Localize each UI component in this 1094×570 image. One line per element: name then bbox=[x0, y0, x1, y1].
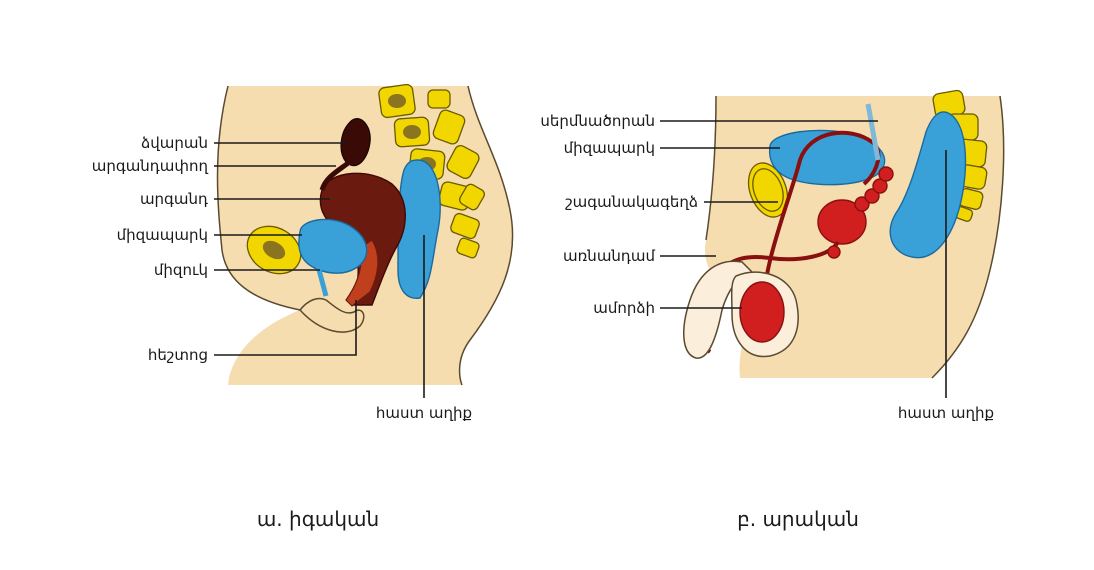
female-urethra-shape bbox=[315, 265, 329, 297]
male-ureter-shape bbox=[865, 103, 881, 161]
label-seminal-vesicle: շագանակագեղձ bbox=[565, 193, 698, 211]
female-vulva-outline bbox=[299, 297, 365, 333]
female-diagram: ձվարան արգանդափող արգանդ միզապարկ միզուկ… bbox=[92, 83, 514, 531]
female-pubic-bone bbox=[246, 225, 302, 275]
female-ovary-shape bbox=[340, 118, 371, 167]
label-ovary: ձվարան bbox=[141, 134, 208, 152]
male-penis-outline bbox=[683, 260, 754, 359]
label-male-rectum: հաստ աղիք bbox=[898, 404, 994, 422]
label-testis: ամորձի bbox=[593, 299, 655, 317]
male-diagram: սերմնածորան միզապարկ շագանակագեղձ առնանդ… bbox=[540, 89, 1005, 531]
female-front-outline bbox=[216, 85, 301, 311]
female-body-outline bbox=[458, 85, 514, 386]
male-yellow-gland bbox=[752, 168, 784, 212]
male-seminal-vesicle-shape bbox=[854, 166, 894, 212]
female-tube-shape bbox=[319, 158, 354, 191]
label-female-bladder: միզապարկ bbox=[117, 226, 208, 244]
male-body-outline bbox=[931, 95, 1005, 379]
label-uterus: արգանդ bbox=[140, 190, 208, 208]
male-seminal-dot bbox=[827, 245, 841, 259]
label-vas-deferens: սերմնածորան bbox=[540, 112, 655, 130]
female-bladder-shape bbox=[298, 218, 368, 274]
male-front-outline bbox=[705, 95, 717, 241]
label-female-rectum: հաստ աղիք bbox=[376, 404, 472, 422]
female-caption: ա. իգական bbox=[257, 507, 379, 531]
label-penis: առնանդամ bbox=[563, 247, 656, 265]
male-caption: բ. արական bbox=[737, 507, 859, 531]
male-prostate-shape bbox=[817, 199, 867, 245]
label-urethra: միզուկ bbox=[154, 261, 208, 279]
label-male-bladder: միզապարկ bbox=[564, 139, 655, 157]
female-rectum-shape bbox=[397, 159, 441, 299]
label-fallopian-tube: արգանդափող bbox=[92, 157, 209, 175]
male-testis-shape bbox=[739, 281, 785, 343]
label-vagina: հեշտոց bbox=[148, 346, 208, 364]
